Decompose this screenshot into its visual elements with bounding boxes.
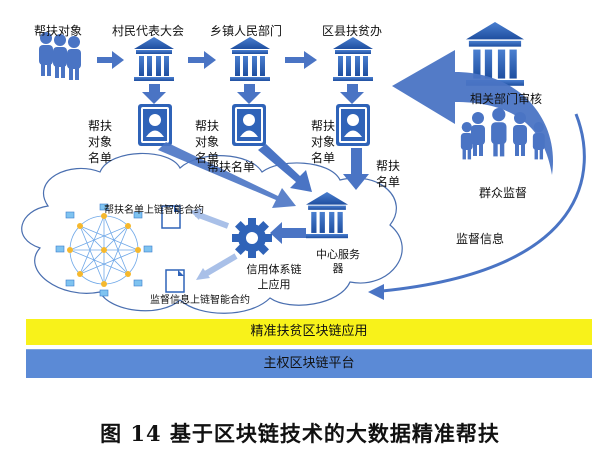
building-icon-village — [134, 37, 174, 81]
label-supervision-contract: 监督信息上链智能合约 — [150, 295, 250, 306]
arrow-list-1-to-server — [158, 142, 296, 208]
arrow-township-to-county — [285, 51, 317, 69]
label-help-list-contract: 帮扶名单上链智能合约 — [104, 205, 204, 216]
label-target-persons: 帮扶对象 — [34, 24, 83, 38]
document-icon-2 — [165, 269, 185, 293]
arrow-supervision-to-cloud — [381, 113, 586, 293]
label-list-2: 帮扶对象名单 — [194, 119, 219, 165]
arrow-down-1 — [142, 84, 166, 104]
label-credit-system: 信用体系链上应用 — [246, 263, 302, 291]
id-card-icon-2 — [232, 104, 266, 146]
label-center-server: 中心服务器 — [316, 248, 360, 275]
platform-layer-bar: 主权区块链平台 — [26, 349, 592, 378]
building-icon-county — [333, 37, 373, 81]
arrow-server-to-gear — [270, 222, 306, 244]
label-list-4: 帮扶名单 — [375, 159, 400, 189]
app-layer-bar: 精准扶贫区块链应用 — [26, 319, 592, 345]
arrow-gear-to-doc-2 — [200, 253, 238, 279]
label-list-3: 帮扶对象名单 — [310, 119, 335, 165]
label-list-2-overlap: 帮扶名单 — [207, 160, 256, 174]
label-township-dept: 乡镇人民部门 — [210, 24, 283, 38]
label-related-dept-review: 相关部门审核 — [470, 92, 543, 106]
arrow-down-2 — [237, 84, 261, 104]
label-county-office: 区县扶贫办 — [322, 24, 383, 38]
gear-icon — [232, 218, 272, 258]
arrow-list-3-to-server — [343, 148, 369, 190]
document-icon-1 — [161, 205, 181, 229]
id-card-icon-3 — [336, 104, 370, 146]
arrow-down-3 — [340, 84, 364, 104]
label-village-congress: 村民代表大会 — [112, 24, 185, 38]
arrow-village-to-township — [188, 51, 216, 69]
arrow-gear-to-doc-1 — [194, 211, 230, 229]
arrow-persons-to-village — [97, 51, 124, 69]
cloud-shape — [21, 152, 403, 314]
label-public-supervision: 群众监督 — [479, 186, 528, 200]
figure-caption: 图 14 基于区块链技术的大数据精准帮扶 — [100, 421, 500, 446]
label-supervision-info: 监督信息 — [456, 232, 505, 246]
label-list-1: 帮扶对象名单 — [87, 119, 112, 165]
id-card-icon-1 — [138, 104, 172, 146]
arrow-related-dept-to-county — [392, 50, 554, 175]
blockchain-network-icon — [55, 203, 153, 297]
building-icon-township — [230, 37, 270, 81]
persons-icon — [39, 32, 81, 80]
arrow-list-2-to-server — [258, 144, 312, 192]
